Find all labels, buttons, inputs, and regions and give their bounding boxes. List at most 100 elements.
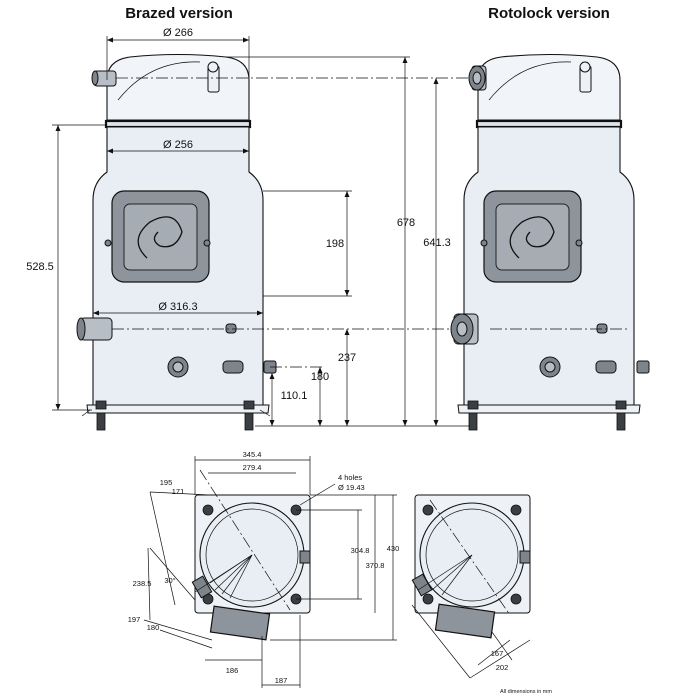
rotolock-side-valve-core (456, 321, 468, 337)
rotolock-foot-right (615, 400, 627, 410)
rotolock-plan-shell-inner (425, 508, 519, 602)
plan-angle-ray-4 (221, 554, 253, 595)
rotolock-plan-labels: 167 202 (491, 649, 509, 672)
brazed-plan-view (143, 456, 397, 688)
units-footnote: All dimensions in mm (500, 689, 552, 695)
plan-label-w-279: 279.4 (243, 463, 262, 472)
plan-label-holes-2: Ø 19.43 (338, 483, 365, 492)
plan-label-d-171: 171 (172, 487, 185, 496)
rotolock-small-fitting (596, 323, 608, 334)
brazed-foot-left (95, 400, 107, 410)
brazed-box-screw-right (203, 239, 211, 247)
rotolock-logo-swirl (509, 216, 555, 259)
rotolock-plan-hole-top-left (422, 504, 434, 516)
rotolock-box-screw-right (575, 239, 583, 247)
plan-label-h-304: 304.8 (351, 546, 370, 555)
rotolock-top-cap (477, 53, 621, 121)
elevation-dimension-lines (52, 36, 630, 427)
h-180-arrows (317, 367, 323, 426)
rotolock-plan-label-d-202: 202 (496, 663, 509, 672)
plan-label-d-238: 238.5 (133, 579, 152, 588)
rotolock-schrader-valve (636, 360, 650, 374)
brazed-bolt-left (96, 412, 106, 431)
rotolock-version-title: Rotolock version (488, 5, 610, 22)
rotolock-weld-band (475, 119, 623, 129)
rotolock-cap-highlight (488, 61, 572, 101)
brazed-suction-tube-end (91, 70, 99, 86)
rotolock-plan-view (411, 494, 531, 679)
plan-angle-ray-3 (214, 554, 253, 591)
plan-diagonal-centerline (199, 469, 291, 611)
plan-d-195-line (149, 491, 176, 606)
brazed-side-tube-end (76, 317, 86, 341)
rotolock-plan-discharge-fitting (519, 550, 531, 564)
rotolock-plan-suction-valve (411, 573, 433, 597)
brazed-cap-highlight (117, 61, 201, 101)
brazed-box-screw-left (104, 239, 112, 247)
plan-dimension-labels: 345.4 279.4 4 holes Ø 19.43 195 171 304.… (128, 450, 400, 685)
plan-label-d-180: 180 (147, 623, 160, 632)
plan-label-w-345: 345.4 (243, 450, 262, 459)
plan-label-d-195: 195 (160, 478, 173, 487)
rotolock-plan-ray-1 (417, 554, 473, 591)
rotolock-plan-hole-bottom-right (510, 593, 522, 605)
plan-holes-leader (299, 483, 336, 506)
plan-d-197-line (143, 619, 213, 641)
plan-d-238-vertical (147, 547, 151, 621)
brazed-terminal-box-inner (123, 203, 198, 271)
brazed-version-title: Brazed version (125, 5, 233, 22)
rotolock-discharge-cap (579, 61, 591, 73)
brazed-weld-band (104, 119, 252, 129)
brazed-oil-fitting (222, 360, 244, 374)
rotolock-plan-ray-2 (431, 554, 473, 591)
plan-label-holes-1: 4 holes (338, 473, 362, 482)
label-dia-266: Ø 266 (163, 27, 193, 39)
plan-terminal-box (209, 605, 271, 641)
brazed-discharge-cap (207, 61, 219, 73)
plan-discharge-fitting (299, 550, 311, 564)
plan-label-d-186: 186 (226, 666, 239, 675)
label-h-198: 198 (326, 238, 344, 250)
label-h-237: 237 (338, 352, 356, 364)
brazed-compressor (76, 53, 277, 431)
rotolock-suction-valve-core (472, 71, 482, 85)
plan-label-d-187: 187 (275, 676, 288, 685)
rotolock-bolt-left (468, 412, 478, 431)
label-h-180: 180 (311, 371, 329, 383)
brazed-base-plate (86, 404, 270, 414)
plan-shell-inner (205, 508, 299, 602)
plan-label-d-197: 197 (128, 615, 141, 624)
brazed-grommet-right (259, 409, 271, 417)
brazed-top-cap (106, 53, 250, 121)
rotolock-terminal-box-inner (495, 203, 570, 271)
plan-label-h-430: 430 (387, 544, 400, 553)
label-h-641: 641.3 (423, 237, 451, 249)
plan-d-195-ext (149, 491, 211, 496)
h-110-arrows (269, 373, 275, 426)
label-h-678: 678 (397, 217, 415, 229)
rotolock-base-plate (457, 404, 641, 414)
rotolock-plan-diagonal-centerline (429, 499, 511, 616)
plan-d-238-line (149, 547, 196, 601)
plan-hole-top-left (202, 504, 214, 516)
plan-label-h-370: 370.8 (366, 561, 385, 570)
plan-label-angle-30: 30° (164, 576, 175, 585)
rotolock-oil-fitting (595, 360, 617, 374)
label-dia-256: Ø 256 (163, 139, 193, 151)
rotolock-plan-terminal-box (434, 603, 496, 639)
rotolock-box-screw-left (480, 239, 488, 247)
rotolock-foot-left (467, 400, 479, 410)
rotolock-compressor (450, 53, 650, 431)
label-h-110: 110.1 (281, 390, 308, 402)
rotolock-plan-ray-3 (441, 554, 473, 596)
rotolock-plan-d-202-ext (469, 639, 531, 679)
label-h-528: 528.5 (26, 261, 54, 273)
label-dia-316: Ø 316.3 (158, 301, 197, 313)
brazed-grommet-left (81, 409, 91, 417)
rotolock-plan-d-202-line (411, 604, 471, 679)
rotolock-plan-hole-top-right (510, 504, 522, 516)
plan-angle-ray-2 (209, 554, 253, 584)
brazed-logo-swirl (137, 216, 183, 259)
brazed-oil-sight-glass-inner (172, 361, 184, 373)
